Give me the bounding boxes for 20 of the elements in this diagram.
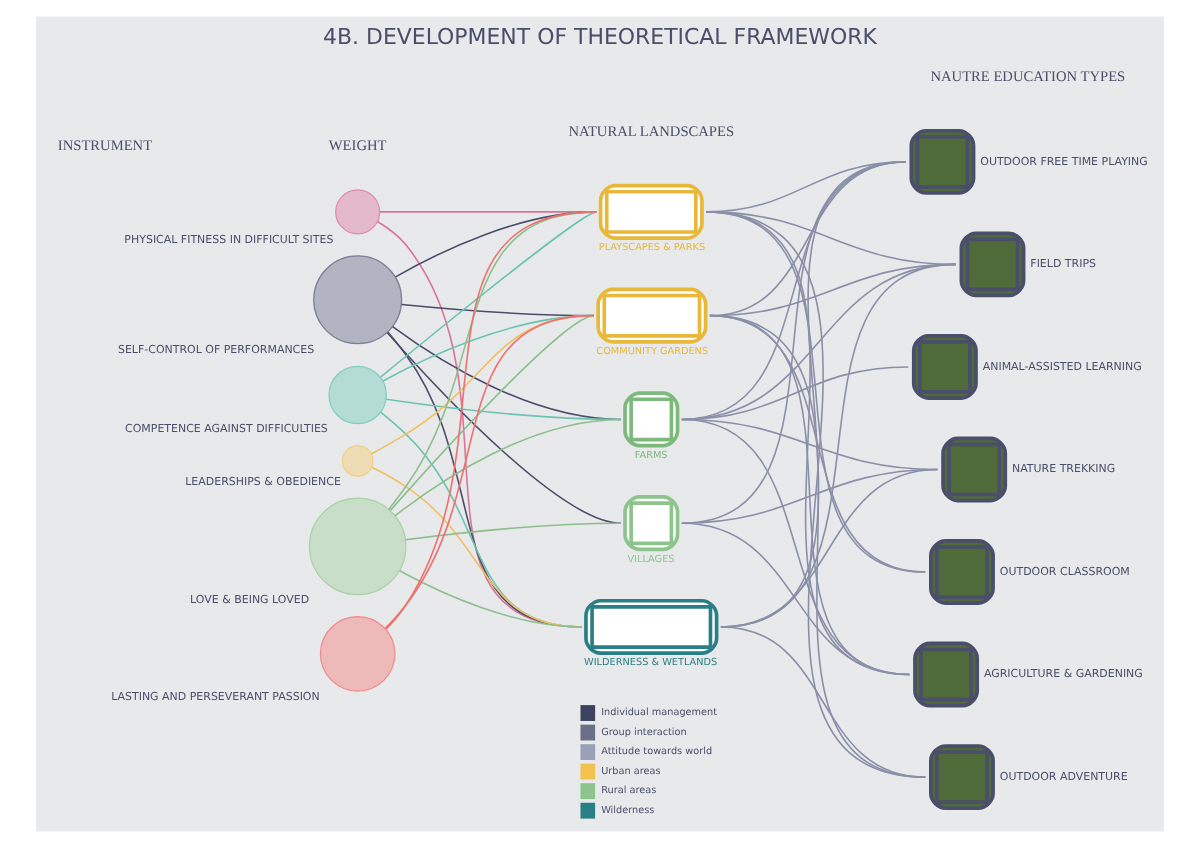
connector: [681, 418, 911, 676]
connector: [391, 325, 622, 421]
connector: [404, 522, 622, 541]
connector: [681, 522, 911, 676]
node-circle: [328, 365, 387, 425]
node-circle: [319, 615, 396, 692]
connector: [681, 366, 910, 421]
connector: [709, 314, 927, 778]
diagram-title: 4B. DEVELOPMENT OF THEORETICAL FRAMEWORK: [323, 23, 877, 50]
node-circle: [308, 497, 407, 596]
connector: [398, 569, 583, 628]
connector: [394, 418, 622, 517]
connector: [371, 466, 583, 628]
connector: [720, 626, 927, 778]
connector: [386, 331, 622, 524]
node-circle: [313, 255, 403, 345]
connector: [705, 211, 927, 778]
node-circle: [341, 445, 374, 477]
node-circle: [335, 189, 381, 235]
connector: [389, 314, 595, 512]
